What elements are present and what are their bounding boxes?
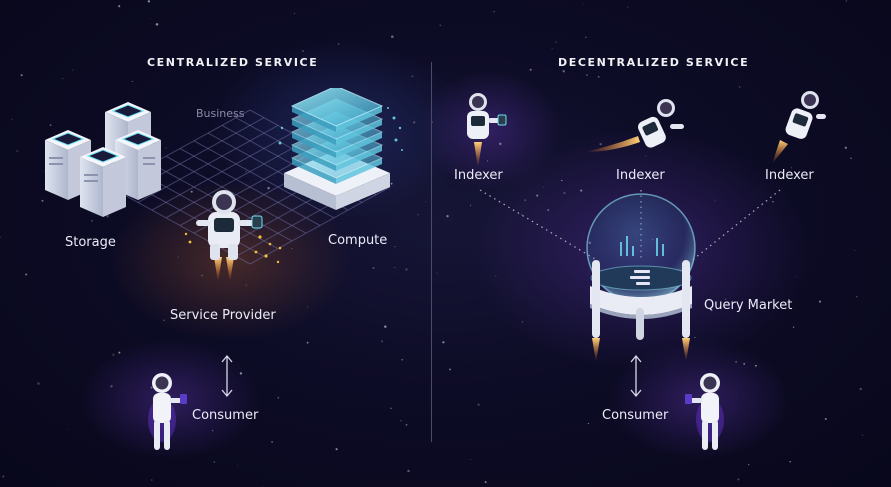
business-label: Business	[196, 107, 245, 120]
left-consumer-label: Consumer	[192, 408, 259, 423]
right-consumer-label: Consumer	[602, 408, 669, 423]
query-market-dome-icon	[586, 193, 696, 362]
centralized-heading: CENTRALIZED SERVICE	[147, 56, 319, 69]
left-bidirectional-arrow-icon	[221, 354, 233, 398]
right-consumer-astronaut-icon	[685, 373, 724, 450]
indexer-astronaut-icon-3	[772, 91, 826, 164]
right-bidirectional-arrow-icon	[630, 354, 642, 398]
storage-label: Storage	[65, 235, 116, 250]
storage-servers-icon	[45, 102, 161, 217]
service-provider-astronaut-icon	[184, 190, 282, 282]
indexer-astronaut-icon-2	[584, 99, 684, 152]
decentralized-heading: DECENTRALIZED SERVICE	[558, 56, 750, 69]
indexer-astronaut-icon-1	[467, 93, 507, 168]
compute-stack-icon	[278, 88, 403, 210]
section-divider	[431, 62, 432, 442]
indexer-label-1: Indexer	[454, 168, 503, 183]
left-consumer-astronaut-icon	[148, 373, 187, 450]
service-provider-label: Service Provider	[170, 308, 276, 323]
query-market-label: Query Market	[704, 298, 793, 313]
indexer-label-2: Indexer	[616, 168, 665, 183]
compute-label: Compute	[328, 233, 388, 248]
indexer-label-3: Indexer	[765, 168, 814, 183]
